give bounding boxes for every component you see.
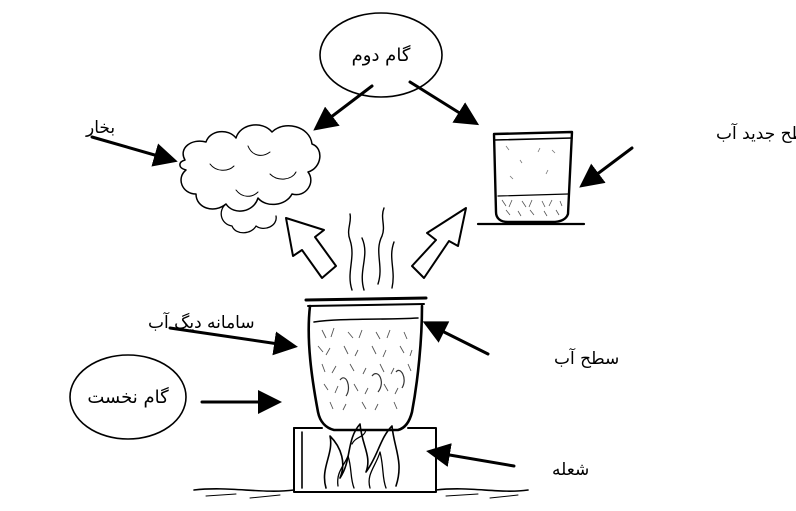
steam-label: بخار [85,118,115,138]
flame-arrow [426,443,516,468]
step-two-label: گام دوم [352,44,411,66]
rising-arrow-left [285,217,337,279]
water-pot [304,296,428,432]
stove [293,427,437,493]
new-water-level-label: سطح جدید آب [716,122,796,144]
step-two-oval: گام دوم [319,12,443,98]
collection-glass [492,130,574,224]
flame-label: شعله [552,460,589,480]
step-one-label: گام نخست [87,386,169,408]
steam-cloud [179,124,321,234]
new-water-level-arrow [579,146,634,188]
step-one-oval: گام نخست [69,354,187,440]
pot-system-arrow [168,326,298,356]
rising-arrow-right [411,207,467,279]
flames [323,423,400,489]
ground-line [193,488,529,492]
steam-arrow [90,135,178,167]
vapor-wisps [347,207,395,291]
water-level-label: سطح آب [554,347,619,369]
step-two-arrow-left [313,84,374,131]
step-two-arrow-right [408,80,480,126]
water-level-arrow [422,321,490,356]
pot-system-label: سامانه دیگ آب [148,311,255,333]
ground-scribbles [205,493,519,499]
